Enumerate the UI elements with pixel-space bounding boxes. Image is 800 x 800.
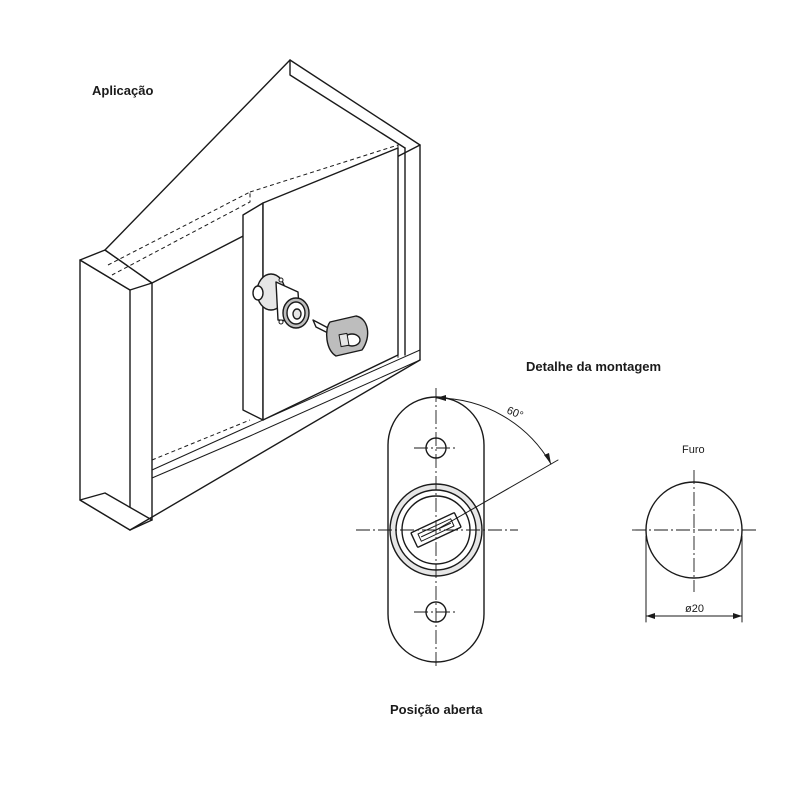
hole-detail-drawing: ø20 <box>632 470 758 623</box>
front-sliding-door <box>242 202 264 421</box>
hole-label: Furo <box>682 444 705 456</box>
angle-arc <box>435 397 552 465</box>
hidden-lines-rear-door <box>107 191 251 276</box>
application-title: Aplicação <box>92 83 153 98</box>
cabinet-illustration <box>79 59 421 531</box>
diameter-label: ø20 <box>685 603 704 615</box>
angle-label: 60° <box>505 405 525 422</box>
mounting-detail-title: Detalhe da montagem <box>526 359 661 374</box>
key-iso <box>312 315 369 357</box>
cabinet-left-panel <box>79 259 131 531</box>
cabinet-bottom-rail <box>79 492 153 531</box>
lock-cylinder-iso <box>252 273 310 329</box>
sliding-track <box>151 349 421 471</box>
open-position-caption: Posição aberta <box>390 702 483 717</box>
mounting-detail-drawing: 60° <box>356 388 559 668</box>
